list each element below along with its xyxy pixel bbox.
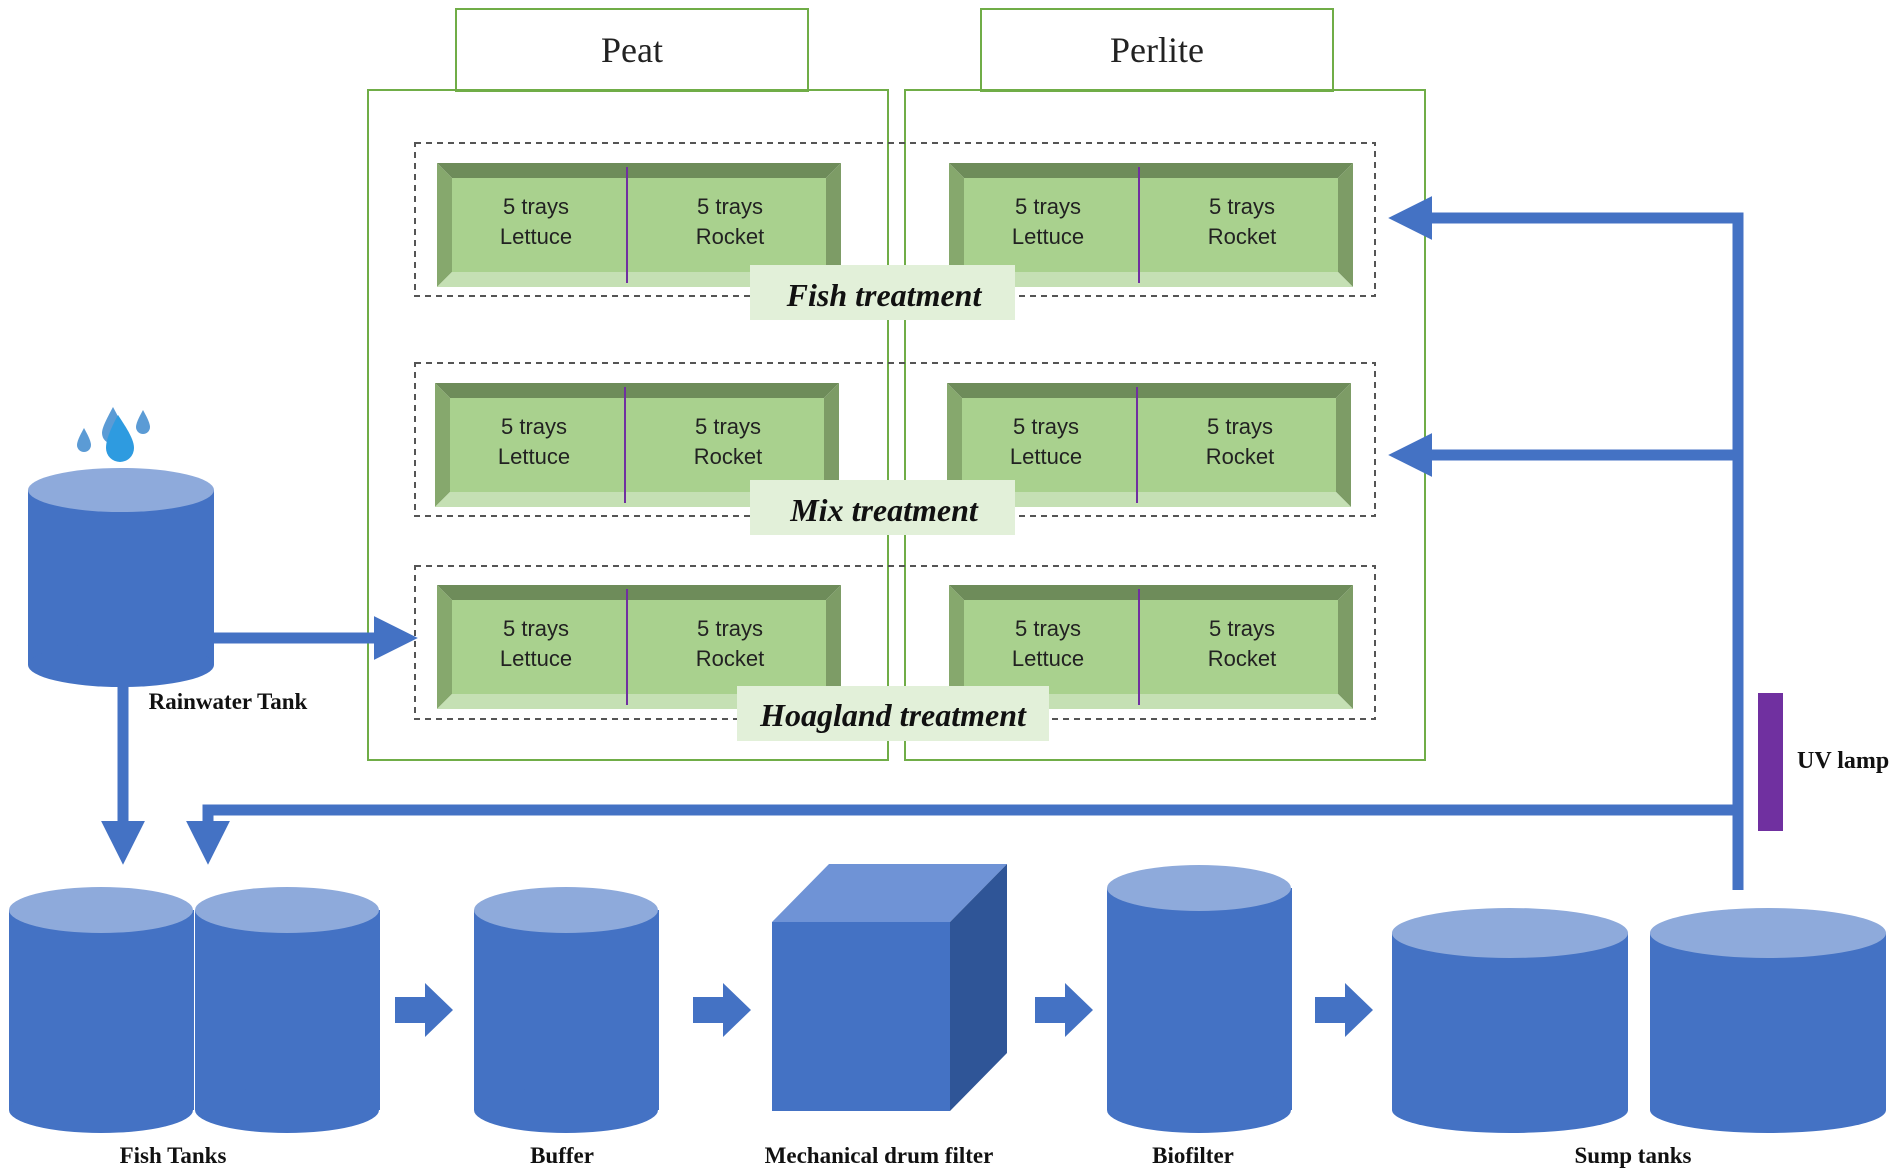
lettuce-tray-label: Lettuce	[500, 646, 572, 671]
biofilter-tank	[1107, 865, 1292, 1133]
perlite-header: Perlite	[1110, 30, 1204, 70]
tray-bevel-right	[1338, 585, 1353, 709]
biofilter-label: Biofilter	[1152, 1143, 1234, 1168]
lettuce-tray-label: Lettuce	[1012, 646, 1084, 671]
hoagland-treatment-label-bg	[737, 686, 1049, 741]
rocket-tray-label: Rocket	[1208, 646, 1276, 671]
tray-bevel-right	[826, 585, 841, 709]
lettuce-tray-label: 5 trays	[1015, 616, 1081, 641]
lettuce-tray-label: 5 trays	[503, 194, 569, 219]
peat-column-frame	[367, 89, 889, 761]
tray-surface	[452, 600, 826, 694]
mechanical-drum-filter	[772, 864, 1007, 1111]
lettuce-tray-label: 5 trays	[1015, 194, 1081, 219]
tray-bevel-left	[947, 383, 962, 507]
peat-header: Peat	[601, 30, 663, 70]
rainwater-tank	[28, 468, 214, 687]
rocket-tray-label: 5 trays	[1209, 194, 1275, 219]
tray-bevel-left	[437, 163, 452, 287]
tray-bevel-bottom	[947, 492, 1351, 507]
tray-bevel-top	[435, 383, 839, 398]
tray-bevel-right	[826, 163, 841, 287]
rocket-tray-label: 5 trays	[697, 616, 763, 641]
lettuce-tray-label: 5 trays	[503, 616, 569, 641]
tray-bevel-left	[949, 585, 964, 709]
tray-bevel-top	[437, 585, 841, 600]
tray-surface	[450, 398, 824, 492]
mix-treatment-group	[414, 362, 1376, 517]
tray-bevel-top	[947, 383, 1351, 398]
drum-filter-label: Mechanical drum filter	[765, 1143, 994, 1168]
rocket-tray-label: Rocket	[1206, 444, 1274, 469]
tray-bevel-right	[824, 383, 839, 507]
tray-surface	[964, 178, 1338, 272]
rainwater-tank-label: Rainwater Tank	[149, 689, 308, 714]
lettuce-tray-label: 5 trays	[1013, 414, 1079, 439]
tray-surface	[452, 178, 826, 272]
lettuce-tray-label: Lettuce	[1012, 224, 1084, 249]
water-drops-icon	[77, 407, 150, 462]
flow-arrows	[101, 196, 1744, 890]
uv-lamp	[1758, 693, 1783, 831]
lettuce-tray-label: 5 trays	[501, 414, 567, 439]
tray-bevel-bottom	[949, 694, 1353, 709]
tray-bevel-left	[435, 383, 450, 507]
fish-tank-1	[9, 887, 194, 1133]
sump-return-pipe	[186, 804, 1744, 890]
tray-bevel-right	[1336, 383, 1351, 507]
sump-tanks-label: Sump tanks	[1575, 1143, 1692, 1168]
fish-tank-2	[195, 887, 380, 1133]
buffer-tank	[474, 887, 659, 1133]
lettuce-tray-label: Lettuce	[498, 444, 570, 469]
mix-treatment-label: Mix treatment	[789, 492, 979, 528]
tray-bevel-bottom	[949, 272, 1353, 287]
tray-surface	[962, 398, 1336, 492]
tray-bevel-top	[437, 163, 841, 178]
rocket-tray-label: Rocket	[696, 646, 764, 671]
rocket-tray-label: Rocket	[696, 224, 764, 249]
rocket-tray-label: Rocket	[1208, 224, 1276, 249]
sump-to-beds-pipe	[1388, 196, 1744, 815]
fish-tanks-label: Fish Tanks	[120, 1143, 227, 1168]
tray-bevel-top	[949, 585, 1353, 600]
sump-tank-1	[1392, 908, 1628, 1133]
perlite-header-box	[980, 8, 1334, 92]
tray-bevel-bottom	[435, 492, 839, 507]
mix-treatment-label-bg	[750, 480, 1015, 535]
rocket-tray-label: 5 trays	[697, 194, 763, 219]
tray-bevel-left	[437, 585, 452, 709]
lettuce-tray-label: Lettuce	[1010, 444, 1082, 469]
tray-surface	[964, 600, 1338, 694]
buffer-label: Buffer	[530, 1143, 594, 1168]
process-arrows	[395, 983, 1373, 1037]
rocket-tray-label: 5 trays	[1207, 414, 1273, 439]
fish-treatment-group	[414, 142, 1376, 297]
sump-tank-2	[1650, 908, 1886, 1133]
rocket-tray-label: Rocket	[694, 444, 762, 469]
fish-treatment-label: Fish treatment	[786, 277, 983, 313]
rocket-tray-label: 5 trays	[695, 414, 761, 439]
fish-treatment-label-bg	[750, 265, 1015, 320]
perlite-column-frame	[904, 89, 1426, 761]
tray-bevel-top	[949, 163, 1353, 178]
hoagland-treatment-label: Hoagland treatment	[759, 697, 1027, 733]
tray-bevel-left	[949, 163, 964, 287]
tray-bevel-right	[1338, 163, 1353, 287]
lettuce-tray-label: Lettuce	[500, 224, 572, 249]
rocket-tray-label: 5 trays	[1209, 616, 1275, 641]
tray-bevel-bottom	[437, 272, 841, 287]
peat-header-box	[455, 8, 809, 92]
uv-lamp-label: UV lamp	[1797, 748, 1889, 774]
